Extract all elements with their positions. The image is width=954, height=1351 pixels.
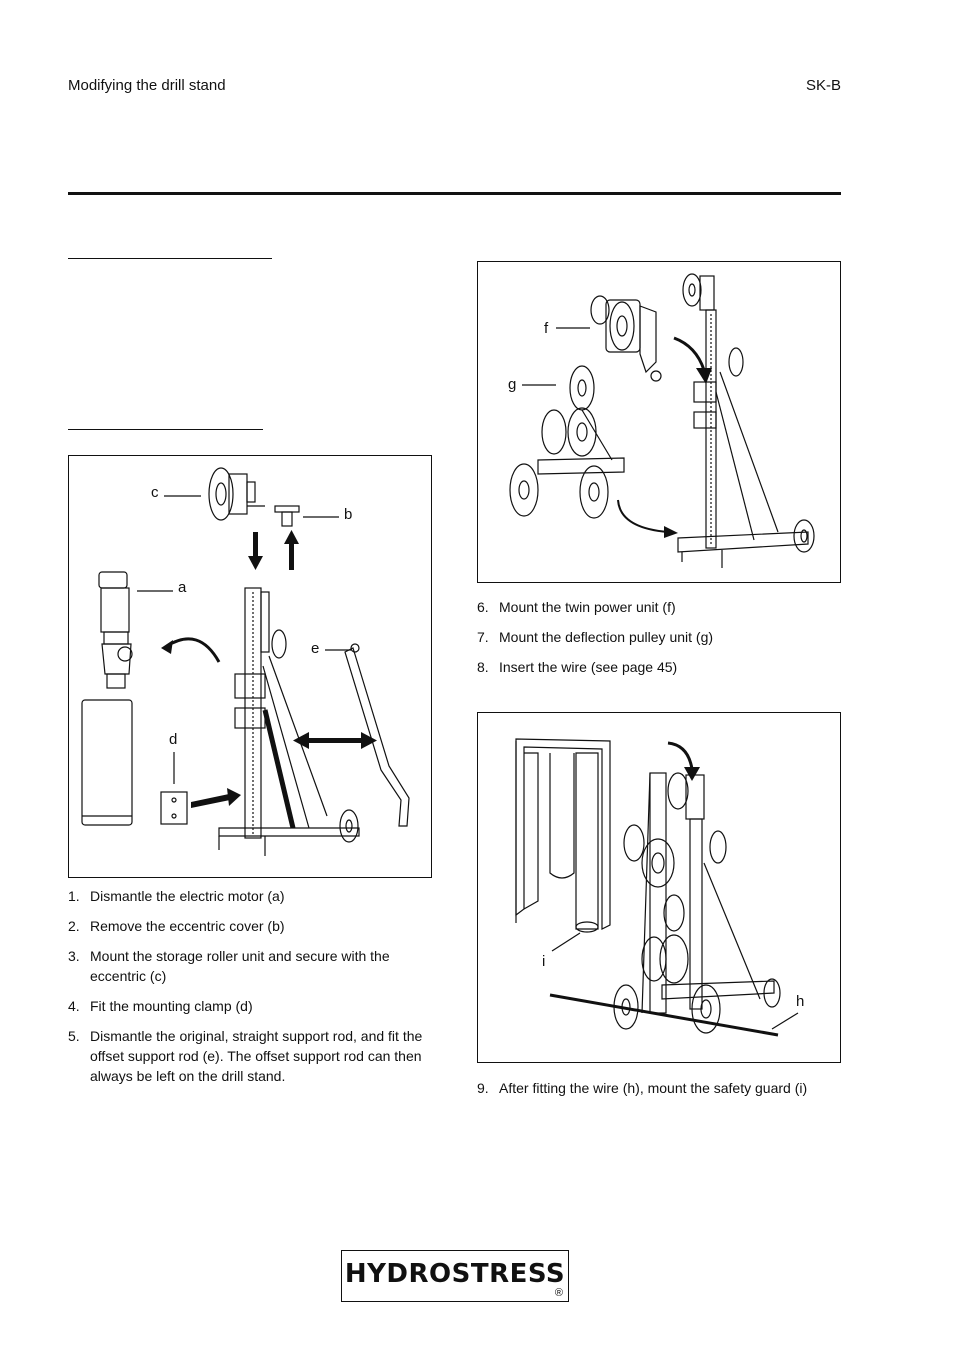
callout-line-i	[551, 932, 581, 952]
figure-2-twin-power-unit: f g	[477, 261, 841, 583]
storage-roller-unit-c	[208, 467, 265, 521]
list-item: 1.Dismantle the electric motor (a)	[68, 888, 285, 904]
drill-stand-column	[218, 587, 360, 856]
label-f: f	[544, 320, 549, 337]
figure-3-drawing	[515, 738, 799, 1037]
label-g: g	[508, 376, 517, 393]
label-c: c	[151, 484, 159, 501]
double-arrow-rod	[293, 732, 377, 749]
list-item: 6.Mount the twin power unit (f)	[477, 599, 676, 615]
arrow-down	[248, 532, 263, 570]
curved-arrow-g	[617, 499, 669, 533]
list-item: 8.Insert the wire (see page 45)	[477, 659, 678, 675]
list-item: 4.Fit the mounting clamp (d)	[68, 998, 253, 1014]
logo-text: HYDROSTRESS	[344, 1259, 566, 1289]
arrow-up	[284, 530, 299, 570]
figure-3-safety-guard: i h	[477, 712, 841, 1063]
curved-arrow-guard	[667, 741, 694, 770]
registered-mark: ®	[554, 1287, 563, 1299]
label-b: b	[344, 506, 353, 523]
step-text: Insert the wire (see page 45)	[499, 659, 678, 675]
safety-guard-i	[515, 738, 611, 933]
curved-arrow-motor	[166, 637, 221, 663]
steps-list-right-a: 6.Mount the twin power unit (f) 7.Mount …	[477, 597, 843, 677]
figure-1-drill-stand: c b a e d	[68, 455, 432, 878]
step-text: Dismantle the electric motor (a)	[90, 888, 285, 904]
callout-line-h	[771, 1012, 799, 1030]
list-item: 2.Remove the eccentric cover (b)	[68, 918, 285, 934]
step-text: Dismantle the original, straight support…	[90, 1028, 423, 1084]
offset-support-rod-e	[344, 643, 410, 827]
list-item: 7.Mount the deflection pulley unit (g)	[477, 629, 714, 645]
mounting-clamp-d	[160, 791, 188, 825]
electric-motor-a	[81, 571, 133, 826]
twin-power-unit-f	[590, 295, 662, 382]
assembled-drill-stand	[613, 772, 781, 1034]
label-h: h	[796, 993, 805, 1010]
curved-arrow-f	[673, 336, 706, 371]
step-text: Remove the eccentric cover (b)	[90, 918, 285, 934]
wire-h	[549, 993, 779, 1037]
list-item: 9.After fitting the wire (h), mount the …	[477, 1080, 808, 1096]
label-a: a	[178, 579, 187, 596]
heading-rule-1	[68, 258, 272, 259]
header-section-title: Modifying the drill stand	[68, 77, 226, 94]
steps-list-left: 1.Dismantle the electric motor (a) 2.Rem…	[68, 886, 434, 1086]
figure-1-drawing	[81, 467, 410, 856]
deflection-pulley-unit-g	[509, 365, 625, 519]
header-model-code: SK-B	[805, 77, 841, 94]
eccentric-cover-b	[274, 505, 300, 527]
figure-2-drawing	[509, 273, 815, 568]
step-text: Mount the twin power unit (f)	[499, 599, 676, 615]
step-text: Mount the storage roller unit and secure…	[90, 948, 390, 984]
label-e: e	[311, 640, 320, 657]
step-text: Mount the deflection pulley unit (g)	[499, 629, 714, 645]
drill-stand-column-2	[677, 273, 815, 568]
label-i: i	[542, 953, 546, 970]
label-d: d	[169, 731, 178, 748]
step-text: After fitting the wire (h), mount the sa…	[499, 1080, 808, 1096]
list-item: 3.Mount the storage roller unit and secu…	[68, 948, 390, 984]
list-item: 5.Dismantle the original, straight suppo…	[68, 1028, 423, 1084]
header-rule	[68, 192, 841, 195]
heading-rule-2	[68, 429, 263, 430]
step-text: Fit the mounting clamp (d)	[90, 998, 253, 1014]
arrow-right-clamp	[191, 788, 241, 808]
steps-list-right-b: 9.After fitting the wire (h), mount the …	[477, 1078, 843, 1098]
hydrostress-logo: HYDROSTRESS ®	[341, 1250, 569, 1302]
